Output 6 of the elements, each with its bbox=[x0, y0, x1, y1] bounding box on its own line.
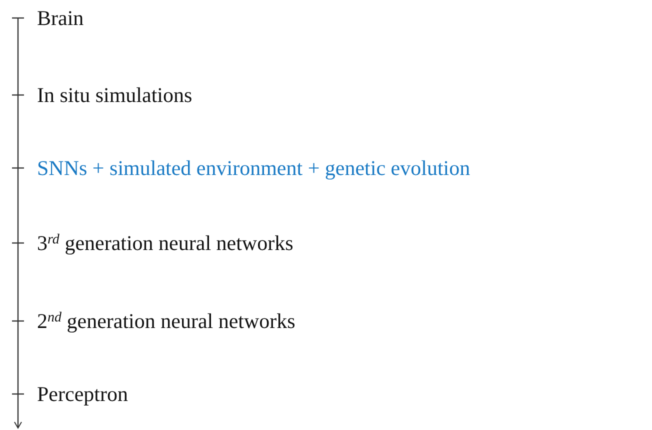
timeline-label: Brain bbox=[37, 8, 84, 29]
timeline-label: 3$^{rd}$ generation neural networks bbox=[37, 233, 294, 254]
timeline-label: In situ simulations bbox=[37, 85, 192, 106]
timeline-label: Perceptron bbox=[37, 384, 128, 405]
timeline-label: SNNs + simulated environment + genetic evolution bbox=[37, 158, 470, 179]
timeline-label: 2$^{nd}$ generation neural networks bbox=[37, 311, 296, 332]
